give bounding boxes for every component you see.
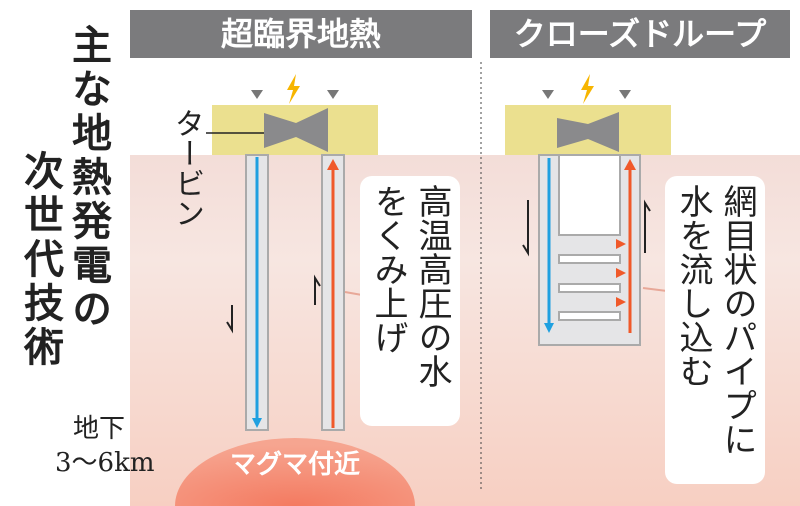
supercritical-system [206,74,378,431]
callout-closed-loop-text: 網目状のパイプに水を流し込む [673,184,757,456]
down-arrow-icon [522,200,529,257]
triangle-marker [619,90,631,99]
triangle-marker [542,90,554,99]
header-closed-loop: クローズドループ [490,10,790,58]
title-line-1: 主な地熱発電の [65,24,111,332]
down-arrow-icon [226,305,233,334]
depth-label: 地下 3〜6km [55,412,155,480]
depth-label-line-1: 地下 [73,414,126,444]
callout-supercritical-text: 高温高圧の水をくみ上げ [368,184,452,388]
closed-loop-system [505,74,671,346]
turbine-icon [557,112,619,152]
callout-supercritical: 高温高圧の水をくみ上げ [360,176,460,426]
lightning-icon [287,74,300,104]
triangle-marker [251,90,263,99]
up-arrow-icon [644,199,651,253]
depth-label-line-2: 3〜6km [55,448,155,478]
callout-closed-loop: 網目状のパイプに水を流し込む [665,176,765,484]
header-supercritical: 超臨界地熱 [130,10,472,58]
turbine-label: タービン [169,108,204,228]
title-line-2: 次世代技術 [17,150,63,370]
magma-label: マグマ付近 [229,450,360,480]
turbine-icon [264,108,328,152]
up-arrow-icon [314,274,321,305]
lightning-icon [581,74,594,104]
triangle-marker [327,90,339,99]
magma-zone [175,438,415,506]
